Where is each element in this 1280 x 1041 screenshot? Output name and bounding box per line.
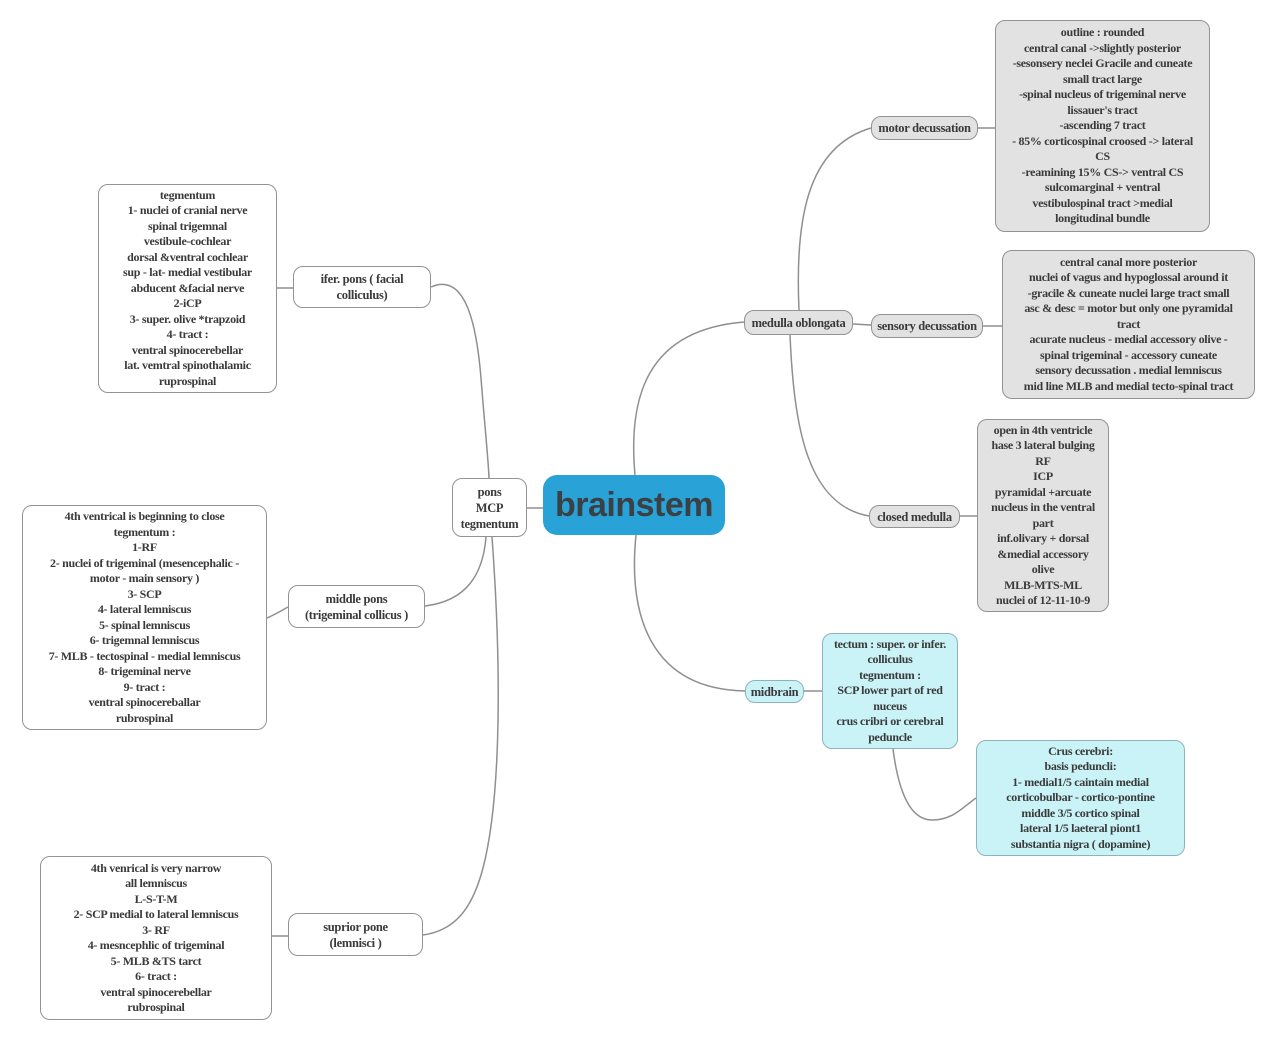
detail-closed-medulla[interactable]: open in 4th ventricle hase 3 lateral bul… [977, 419, 1109, 612]
node-midbrain[interactable]: midbrain [745, 680, 804, 703]
detail-motor-decussation[interactable]: outline : rounded central canal ->slight… [995, 20, 1210, 232]
detail-superior-pons[interactable]: 4th venrical is very narrow all lemniscu… [40, 856, 272, 1020]
connector-medulla-sensory [852, 323, 872, 326]
connector-pons-inferior [430, 283, 490, 479]
detail-inferior-pons[interactable]: tegmentum 1- nuclei of cranial nerve spi… [98, 184, 277, 393]
detail-midbrain-tectum[interactable]: tectum : super. or infer. colliculus teg… [822, 633, 958, 749]
connector-pons-superior [422, 536, 499, 936]
detail-crus-cerebri[interactable]: Crus cerebri: basis peduncli: 1- medial1… [976, 740, 1185, 856]
node-motor-decussation[interactable]: motor decussation [871, 116, 978, 140]
connector-middle-detail [266, 606, 289, 619]
connector-tectum-crus [892, 748, 977, 821]
connector-brainstem-midbrain [633, 534, 746, 692]
detail-middle-pons[interactable]: 4th ventrical is beginning to close tegm… [22, 505, 267, 730]
node-medulla-oblongata[interactable]: medulla oblongata [744, 310, 853, 335]
connector-pons-middle [424, 536, 487, 607]
root-node-brainstem[interactable]: brainstem [543, 475, 725, 535]
node-sensory-decussation[interactable]: sensory decussation [871, 314, 983, 338]
detail-sensory-decussation[interactable]: central canal more posterior nuclei of v… [1002, 250, 1255, 399]
connector-medulla-closed [789, 334, 870, 517]
node-inferior-pons[interactable]: ifer. pons ( facial colliculus) [293, 266, 431, 308]
node-superior-pons[interactable]: suprior pone (lemnisci ) [288, 913, 423, 956]
node-pons-hub[interactable]: pons MCP tegmentum [452, 478, 527, 537]
node-middle-pons[interactable]: middle pons (trigeminal collicus ) [288, 585, 425, 628]
connector-brainstem-medulla [632, 321, 745, 476]
node-closed-medulla[interactable]: closed medulla [869, 505, 960, 528]
connector-medulla-motor [797, 127, 872, 311]
